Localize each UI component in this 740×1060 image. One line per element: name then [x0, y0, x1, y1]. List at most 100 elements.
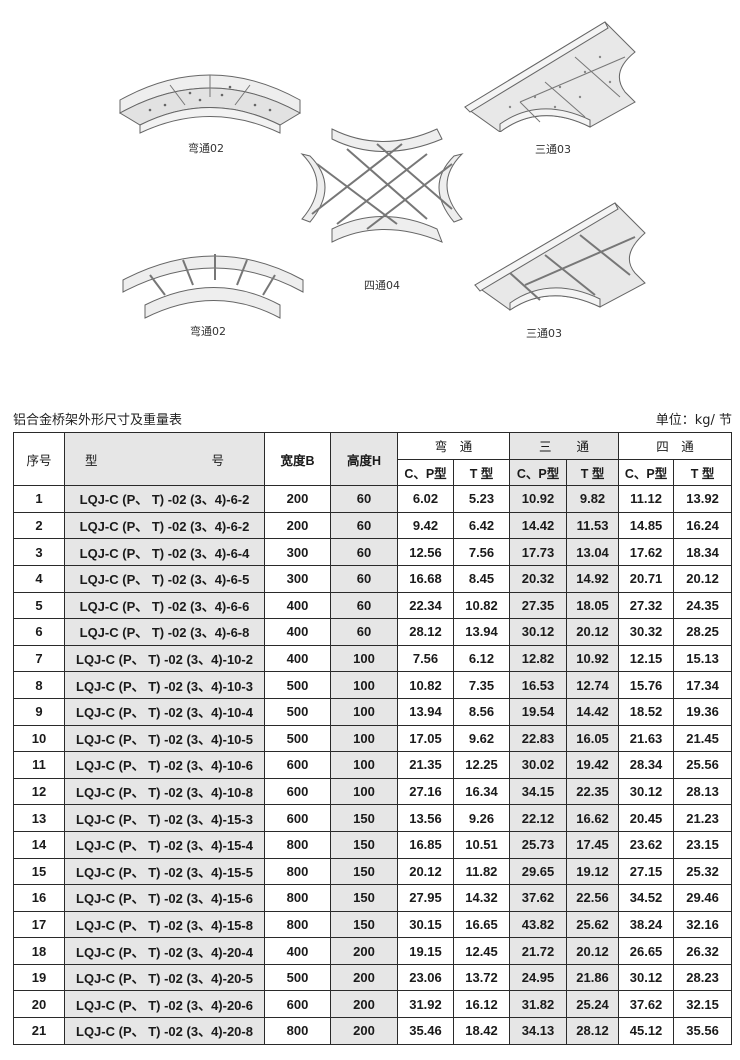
figure-label: 四通04	[364, 279, 400, 292]
cell-cross-t: 28.25	[673, 618, 733, 646]
cell-elbow-cp: 27.16	[397, 777, 454, 806]
cell-tee-t: 13.04	[566, 538, 620, 566]
cell-cross-t: 29.46	[673, 884, 733, 912]
cell-model: LQJ-C (P、 T) -02 (3、4)-10-3	[64, 671, 265, 699]
cell-height: 150	[330, 804, 398, 832]
cell-elbow-t: 18.42	[452, 1017, 511, 1045]
figure-label: 弯通02	[190, 325, 226, 338]
cell-height: 60	[330, 538, 398, 566]
cell-elbow-cp: 30.15	[397, 910, 454, 939]
cell-height: 200	[330, 1017, 398, 1045]
cell-tee-cp: 22.12	[509, 804, 568, 832]
cell-elbow-cp: 19.15	[397, 937, 454, 965]
cell-index: 3	[13, 538, 65, 566]
cell-cross-cp: 30.32	[618, 618, 675, 646]
tee-ladder-illustration	[474, 202, 646, 311]
header-cross-t: T 型	[673, 458, 733, 487]
cell-width: 600	[264, 804, 331, 832]
cell-model: LQJ-C (P、 T) -02 (3、4)-20-5	[64, 963, 265, 992]
cell-index: 11	[13, 751, 65, 779]
cell-tee-cp: 31.82	[509, 990, 568, 1019]
figure-label: 三通03	[535, 143, 571, 156]
cell-model: LQJ-C (P、 T) -02 (3、4)-15-8	[64, 910, 265, 939]
cell-model: LQJ-C (P、 T) -02 (3、4)-20-8	[64, 1017, 265, 1045]
cell-elbow-cp: 6.02	[397, 485, 454, 513]
cell-index: 21	[13, 1017, 65, 1045]
cell-height: 100	[330, 751, 398, 779]
cell-cross-t: 28.13	[673, 777, 733, 806]
cell-cross-t: 24.35	[673, 591, 733, 620]
cell-width: 800	[264, 830, 331, 859]
cell-elbow-t: 16.34	[452, 777, 511, 806]
cell-height: 100	[330, 644, 398, 673]
cell-index: 19	[13, 963, 65, 992]
cell-model: LQJ-C (P、 T) -02 (3、4)-6-5	[64, 564, 265, 593]
cell-model: LQJ-C (P、 T) -02 (3、4)-6-2	[64, 485, 265, 513]
cell-width: 800	[264, 857, 331, 886]
cell-cross-cp: 11.12	[618, 485, 675, 513]
cell-index: 4	[13, 564, 65, 593]
cell-elbow-cp: 10.82	[397, 671, 454, 699]
cell-elbow-t: 6.12	[452, 644, 511, 673]
cell-tee-cp: 29.65	[509, 857, 568, 886]
cell-cross-cp: 17.62	[618, 538, 675, 566]
cell-model: LQJ-C (P、 T) -02 (3、4)-10-8	[64, 777, 265, 806]
cell-cross-t: 15.13	[673, 644, 733, 673]
cell-cross-t: 26.32	[673, 937, 733, 965]
cell-width: 600	[264, 777, 331, 806]
cell-tee-cp: 24.95	[509, 963, 568, 992]
cell-cross-cp: 26.65	[618, 937, 675, 965]
header-model: 型号	[64, 431, 265, 487]
tee-perforated-illustration	[464, 21, 636, 132]
cell-tee-t: 22.35	[566, 777, 620, 806]
cell-elbow-t: 16.12	[452, 990, 511, 1019]
cell-tee-t: 14.42	[566, 697, 620, 726]
cell-width: 200	[264, 511, 331, 540]
cell-elbow-cp: 27.95	[397, 884, 454, 912]
cell-tee-t: 22.56	[566, 884, 620, 912]
cell-index: 8	[13, 671, 65, 699]
cell-tee-t: 19.12	[566, 857, 620, 886]
cell-elbow-cp: 16.85	[397, 830, 454, 859]
cell-index: 1	[13, 485, 65, 513]
cell-height: 100	[330, 671, 398, 699]
cell-height: 100	[330, 697, 398, 726]
cell-tee-cp: 25.73	[509, 830, 568, 859]
cell-tee-cp: 20.32	[509, 564, 568, 593]
cell-index: 2	[13, 511, 65, 540]
cell-model: LQJ-C (P、 T) -02 (3、4)-10-6	[64, 751, 265, 779]
cell-elbow-t: 7.35	[452, 671, 511, 699]
cell-tee-cp: 16.53	[509, 671, 568, 699]
cell-elbow-cp: 13.56	[397, 804, 454, 832]
cell-width: 300	[264, 564, 331, 593]
cell-index: 18	[13, 937, 65, 965]
header-elbow: 弯 通	[396, 432, 511, 460]
cell-tee-t: 14.92	[566, 564, 620, 593]
cell-height: 100	[330, 777, 398, 806]
cell-cross-t: 25.56	[673, 751, 733, 779]
cell-tee-t: 17.45	[566, 830, 620, 859]
cell-elbow-cp: 21.35	[397, 751, 454, 779]
cell-cross-t: 16.24	[673, 511, 733, 540]
cell-elbow-t: 5.23	[452, 485, 511, 513]
cell-height: 100	[330, 724, 398, 753]
cell-cross-t: 23.15	[673, 830, 733, 859]
cell-model: LQJ-C (P、 T) -02 (3、4)-6-6	[64, 591, 265, 620]
cell-width: 200	[264, 485, 331, 513]
cell-width: 500	[264, 671, 331, 699]
cell-width: 800	[264, 1017, 331, 1045]
header-height: 高度H	[330, 431, 398, 487]
cell-cross-cp: 23.62	[618, 830, 675, 859]
cell-cross-cp: 18.52	[618, 697, 675, 726]
cell-tee-t: 21.86	[566, 963, 620, 992]
cell-cross-t: 21.45	[673, 724, 733, 753]
cell-index: 10	[13, 724, 65, 753]
cell-elbow-t: 16.65	[452, 910, 511, 939]
